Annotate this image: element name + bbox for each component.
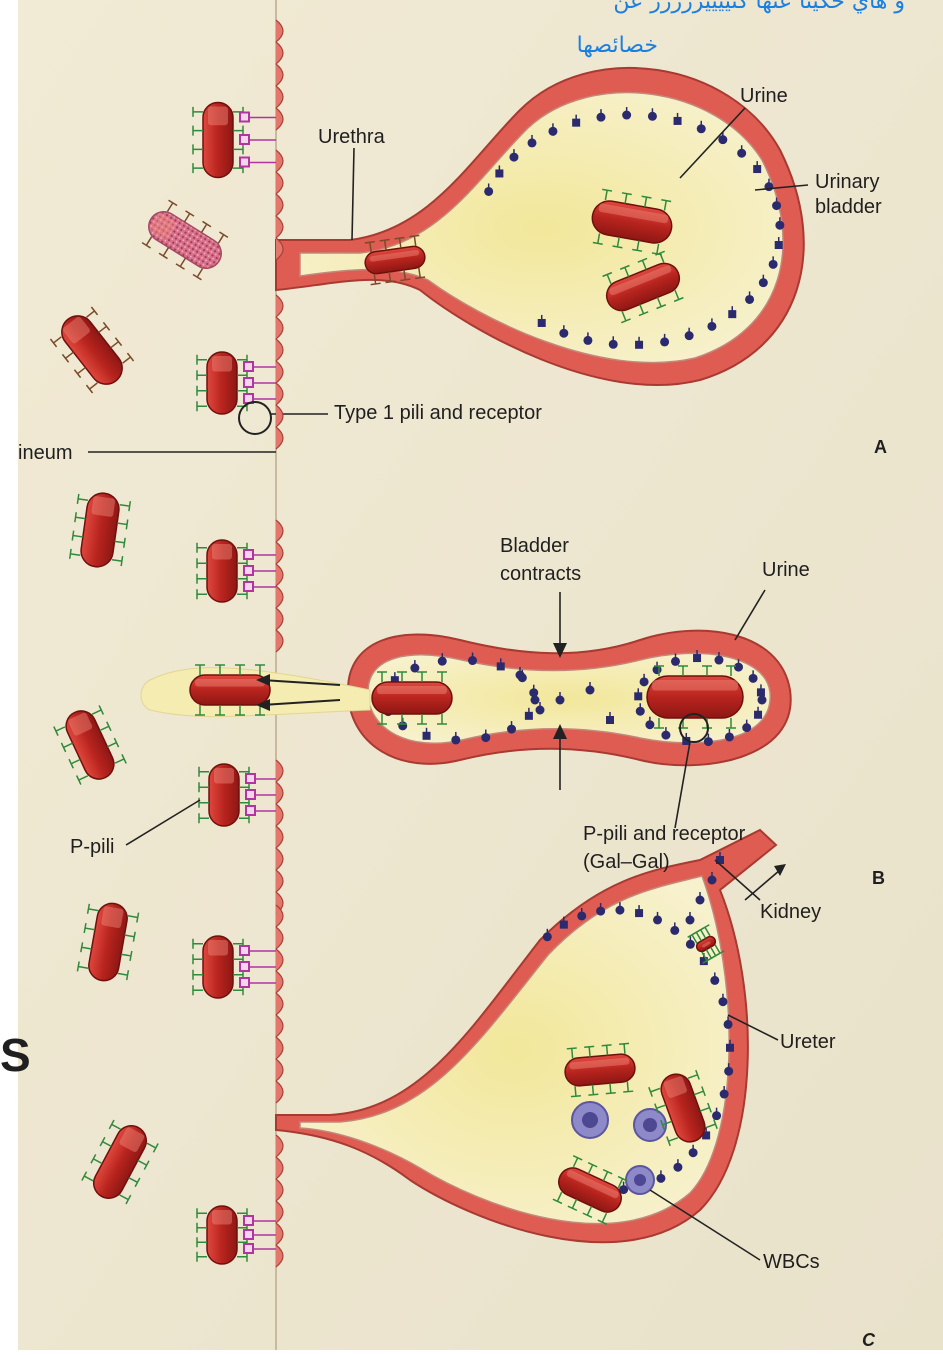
panel-letter-a: A <box>874 435 887 459</box>
label-p-pili-receptor: P-pili and receptor (Gal–Gal) <box>583 820 745 876</box>
arabic-note-line-1: و هاي حكينا عنها كتييييررررر عن <box>525 0 905 16</box>
label-kidney: Kidney <box>760 900 821 924</box>
label-urethra: Urethra <box>318 125 385 149</box>
panel-letter-c: C <box>862 1328 875 1352</box>
label-ureter: Ureter <box>780 1030 836 1054</box>
label-wbcs: WBCs <box>763 1250 820 1274</box>
label-urinary-bladder: Urinary bladder <box>815 170 882 220</box>
label-perineum: ineum <box>18 441 72 465</box>
cropped-edge-glyph: S <box>0 1030 31 1080</box>
label-p-pili: P-pili <box>70 835 114 859</box>
arabic-note-line-2: خصائصها <box>528 32 658 60</box>
label-bladder-contracts: Bladder contracts <box>500 532 581 588</box>
label-urine-a: Urine <box>740 84 788 108</box>
label-type1-pili: Type 1 pili and receptor <box>334 401 542 425</box>
label-urine-b: Urine <box>762 558 810 582</box>
panel-letter-b: B <box>872 866 885 890</box>
